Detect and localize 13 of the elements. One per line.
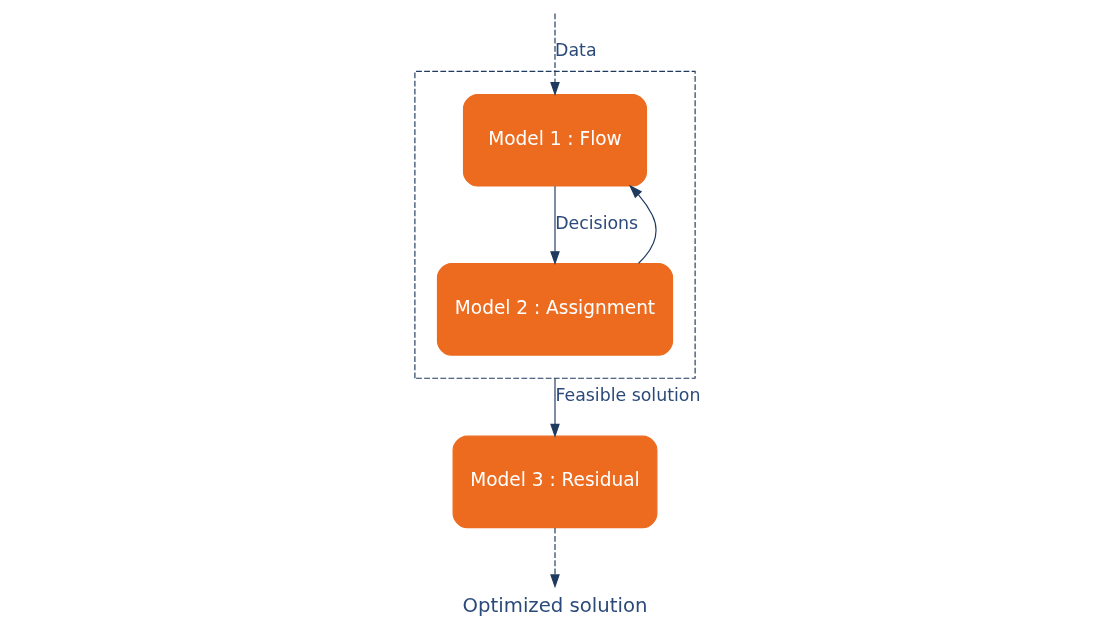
arrow bbox=[549, 13, 560, 96]
edge-label: Feasible solution bbox=[554, 385, 700, 406]
node-text: Optimized solution bbox=[462, 594, 647, 618]
node-box: Model 3 : Residual bbox=[452, 435, 657, 529]
arrow bbox=[549, 527, 560, 589]
node-box: Model 2 : Assignment bbox=[436, 263, 673, 356]
arrow bbox=[549, 377, 560, 438]
node-box: Model 1 : Flow bbox=[462, 93, 647, 187]
edge-label: Data bbox=[554, 40, 597, 61]
edge-label: Decisions bbox=[554, 212, 638, 233]
arrow bbox=[549, 185, 560, 266]
arrow bbox=[628, 184, 657, 264]
cluster bbox=[413, 70, 696, 379]
